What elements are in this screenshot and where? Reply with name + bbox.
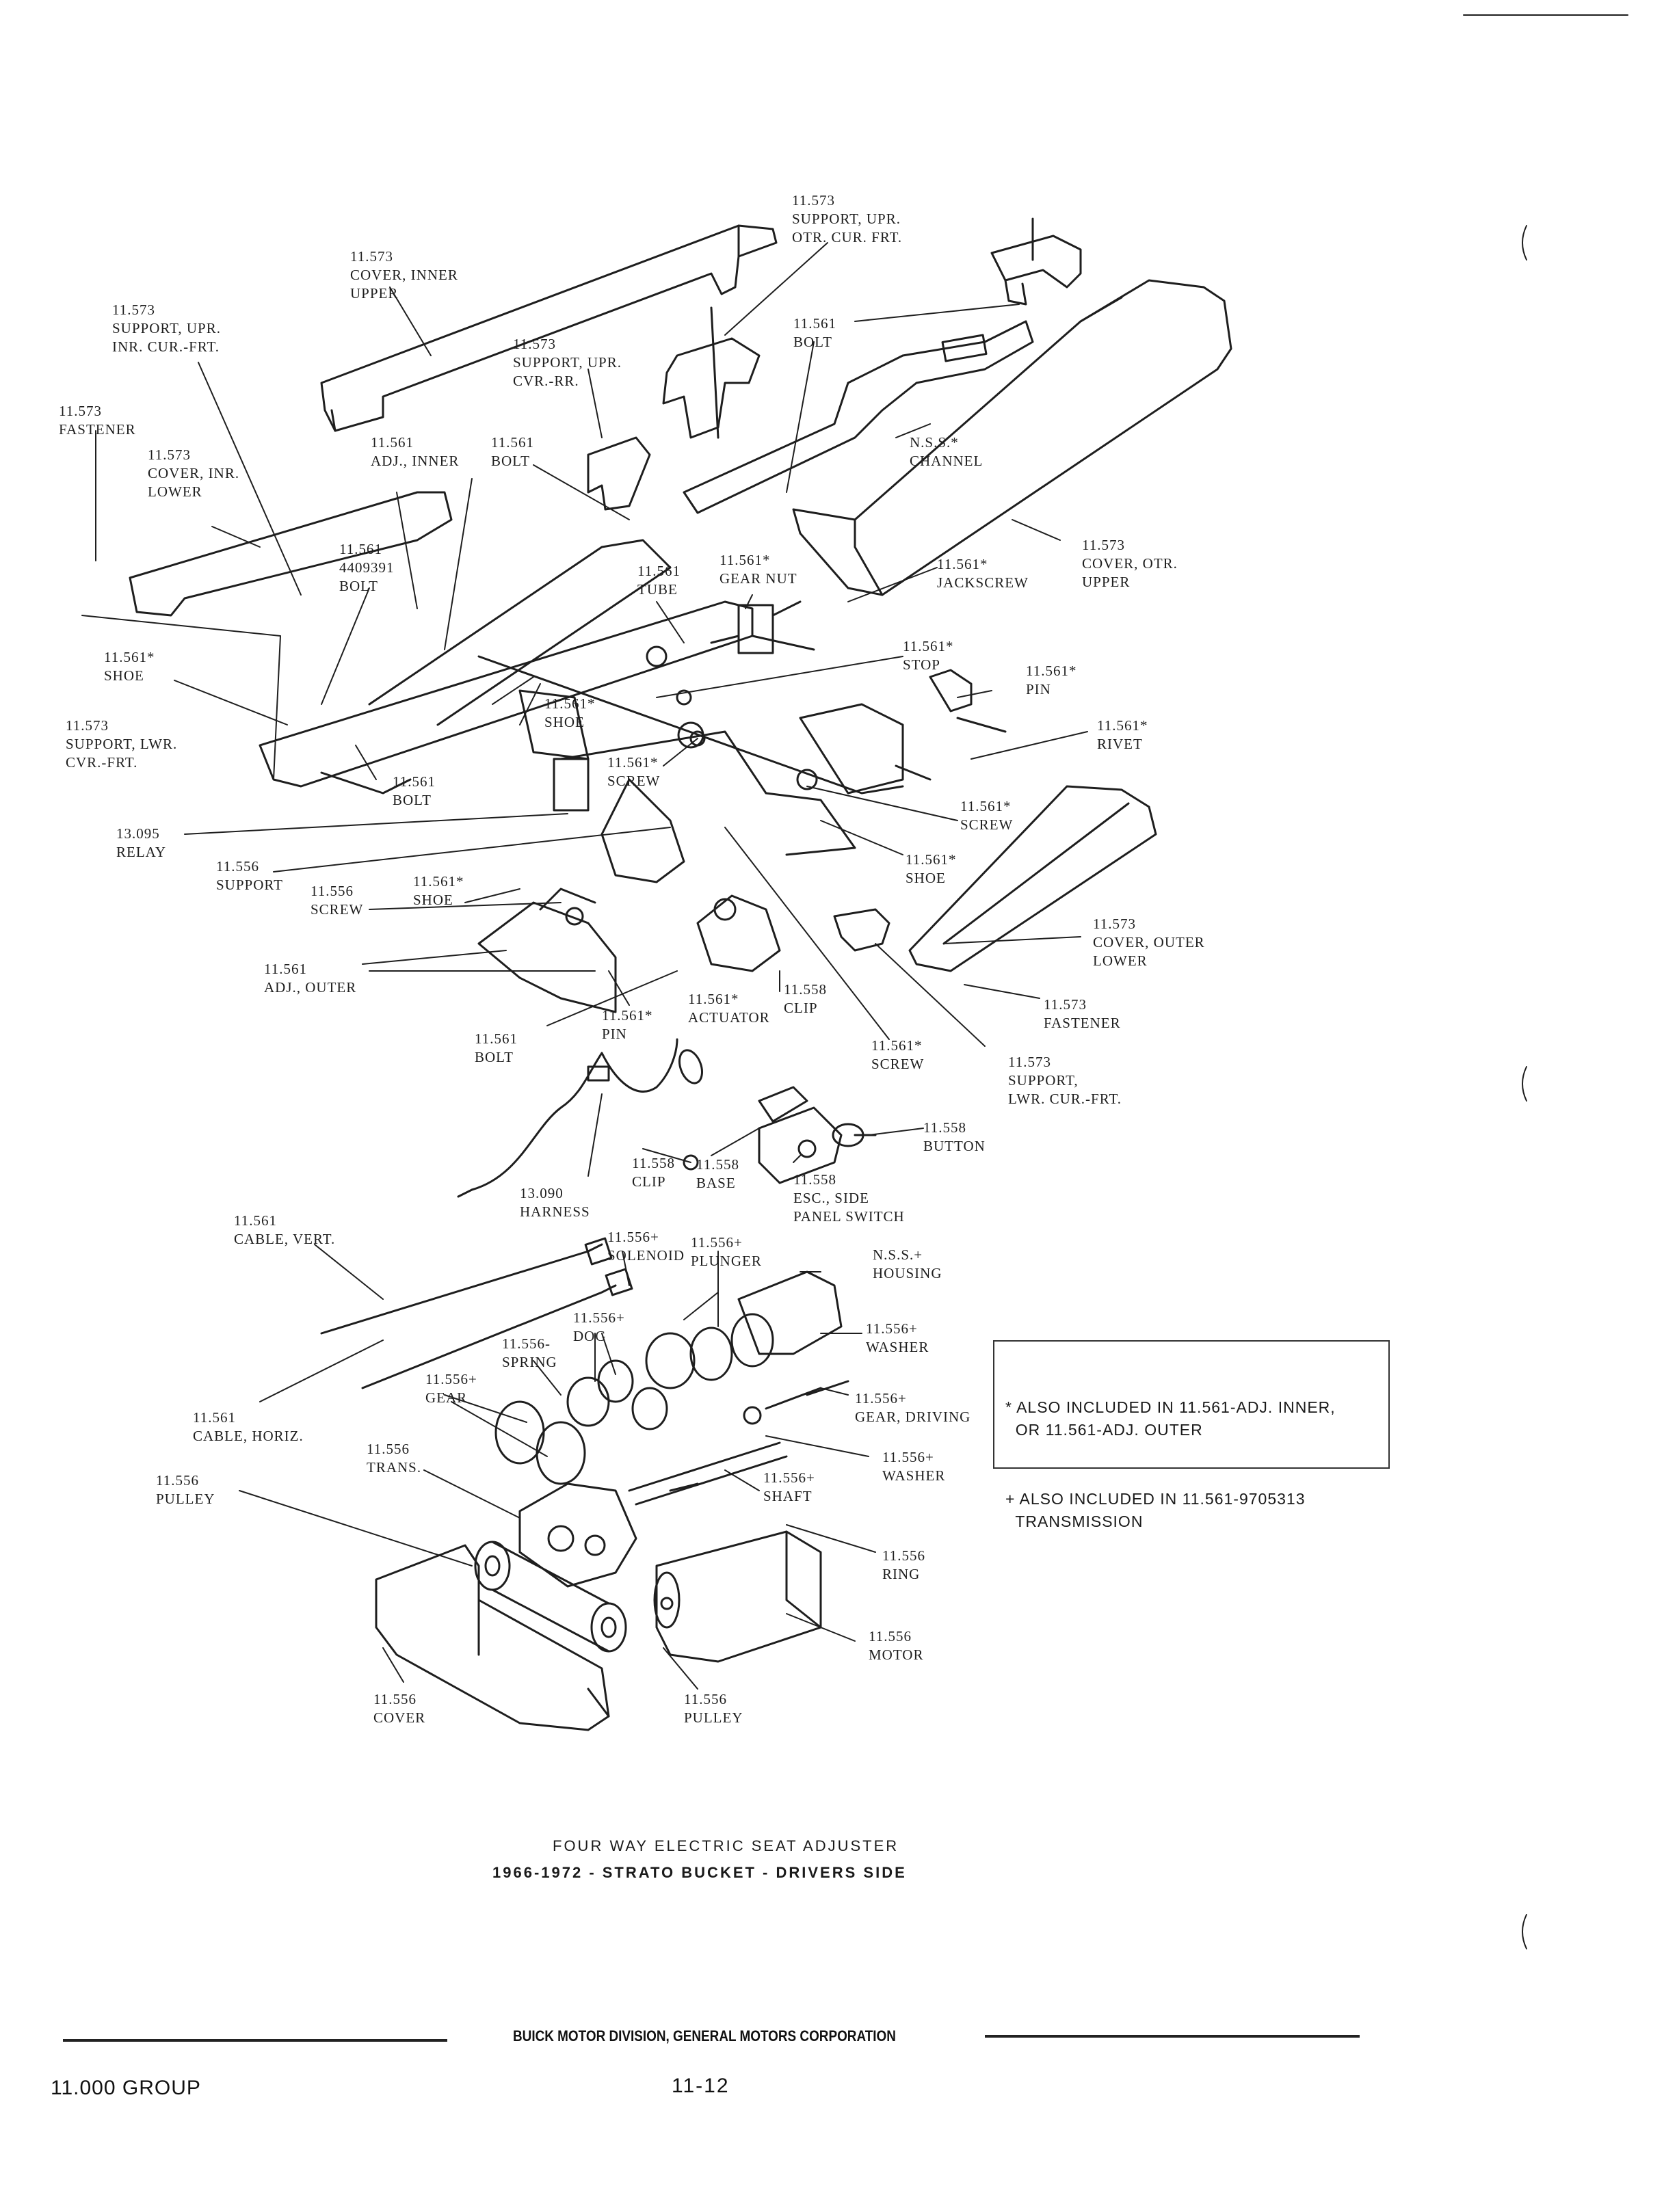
cables-part <box>320 1237 633 1389</box>
label-gear-556: 11.556+ GEAR <box>425 1371 477 1406</box>
side-panel-switch-part <box>683 1086 877 1184</box>
label-pulley-left: 11.556 PULLEY <box>156 1472 215 1507</box>
label-jackscrew: 11.561* JACKSCREW <box>937 556 1029 591</box>
actuator-part <box>696 894 781 972</box>
footer-rule-right <box>985 2035 1360 2038</box>
label-dog: 11.556+ DOG <box>573 1309 625 1344</box>
label-support-lwr-cvr-frt: 11.573 SUPPORT, LWR. CVR.-FRT. <box>66 717 178 771</box>
label-trans: 11.556 TRANS. <box>367 1441 422 1476</box>
footer-division: BUICK MOTOR DIVISION, GENERAL MOTORS COR… <box>513 2027 896 2044</box>
diagram-subtitle: 1966-1972 - STRATO BUCKET - DRIVERS SIDE <box>492 1864 907 1881</box>
label-fastener-573-left: 11.573 FASTENER <box>59 403 136 438</box>
label-shaft: 11.556+ SHAFT <box>763 1469 815 1504</box>
label-clip-558-top: 11.558 CLIP <box>784 981 827 1016</box>
footer-group: 11.000 GROUP <box>51 2077 201 2099</box>
label-plunger: 11.556+ PLUNGER <box>691 1234 762 1269</box>
label-nss-housing: N.S.S.+ HOUSING <box>873 1247 942 1281</box>
label-spring: 11.556- SPRING <box>502 1335 557 1370</box>
label-screw-lower: 11.561* SCREW <box>871 1037 925 1072</box>
leader-lines <box>81 242 1088 1690</box>
label-adj-outer: 11.561 ADJ., OUTER <box>264 961 357 996</box>
gear-nut-part <box>646 600 802 749</box>
cover-inner-upper-part <box>320 224 778 432</box>
label-washer-top: 11.556+ WASHER <box>866 1320 929 1355</box>
footnote-asterisk: * ALSO INCLUDED IN 11.561-ADJ. INNER, OR… <box>1005 1398 1336 1439</box>
cover-otr-upper-part <box>792 279 1232 596</box>
label-base: 11.558 BASE <box>696 1156 739 1191</box>
harness-part <box>457 1038 703 1198</box>
label-shoe-left: 11.561* SHOE <box>104 649 155 684</box>
diagram-title: FOUR WAY ELECTRIC SEAT ADJUSTER <box>553 1837 899 1854</box>
label-screw-center: 11.561* SCREW <box>607 754 661 789</box>
label-shoe-lower: 11.561* SHOE <box>413 873 464 908</box>
label-bolt-4409391: 11.561 4409391 BOLT <box>339 541 395 594</box>
label-support-lwr-cur-frt: 11.573 SUPPORT, LWR. CUR.-FRT. <box>1008 1054 1122 1107</box>
label-tube: 11.561 TUBE <box>637 563 681 598</box>
label-washer-bottom: 11.556+ WASHER <box>882 1449 946 1484</box>
label-bolt-561-mid: 11.561 BOLT <box>491 434 534 469</box>
label-pin-lower: 11.561* PIN <box>602 1007 653 1042</box>
label-support-upr-inr-cur-frt: 11.573 SUPPORT, UPR. INR. CUR.-FRT. <box>112 302 221 355</box>
label-harness: 13.090 HARNESS <box>520 1185 590 1220</box>
label-cover-otr-upper: 11.573 COVER, OTR. UPPER <box>1082 537 1178 590</box>
footnote-box: * ALSO INCLUDED IN 11.561-ADJ. INNER, OR… <box>993 1340 1390 1530</box>
right-pin-cluster <box>689 669 1007 790</box>
label-solenoid: 11.556+ SOLENOID <box>607 1229 685 1264</box>
label-pulley-bottom: 11.556 PULLEY <box>684 1691 743 1726</box>
label-support-upr-cvr-rr: 11.573 SUPPORT, UPR. CVR.-RR. <box>513 336 622 389</box>
label-esc-side-panel-switch: 11.558 ESC., SIDE PANEL SWITCH <box>793 1171 905 1225</box>
label-nss-channel: N.S.S.* CHANNEL <box>910 434 983 469</box>
label-cable-horiz: 11.561 CABLE, HORIZ. <box>193 1409 304 1444</box>
label-actuator: 11.561* ACTUATOR <box>688 991 770 1026</box>
pulley-belt-part <box>474 1541 627 1653</box>
label-shoe-center: 11.561* SHOE <box>544 695 596 730</box>
label-cover-inner-upper: 11.573 COVER, INNER UPPER <box>350 248 458 302</box>
label-rivet: 11.561* RIVET <box>1097 717 1148 752</box>
support-lwr-cur-frt-part <box>833 908 890 952</box>
label-gear-driving: 11.556+ GEAR, DRIVING <box>855 1390 971 1425</box>
transmission-gears-part <box>494 1270 849 1485</box>
label-bolt-561-top: 11.561 BOLT <box>793 315 836 350</box>
label-gear-nut: 11.561* GEAR NUT <box>719 552 797 587</box>
label-cover-556: 11.556 COVER <box>373 1691 426 1726</box>
support-upr-cvr-rr-part <box>662 306 761 439</box>
label-ring: 11.556 RING <box>882 1547 925 1582</box>
cover-inr-lower-part <box>129 491 453 617</box>
label-support-556: 11.556 SUPPORT <box>216 858 283 893</box>
label-bolt-561-lower: 11.561 BOLT <box>393 773 436 808</box>
transmission-housing-part <box>518 1482 637 1588</box>
label-relay: 13.095 RELAY <box>116 825 167 860</box>
label-stop: 11.561* STOP <box>903 638 954 673</box>
label-clip-558-bottom: 11.558 CLIP <box>632 1155 675 1190</box>
label-cover-inr-lower: 11.573 COVER, INR. LOWER <box>148 447 240 500</box>
label-screw-556: 11.556 SCREW <box>311 883 364 918</box>
motor-part <box>653 1530 822 1663</box>
label-adj-inner: 11.561 ADJ., INNER <box>371 434 460 469</box>
cover-outer-lower-part <box>908 785 1157 972</box>
label-motor: 11.556 MOTOR <box>869 1628 924 1663</box>
footnote-plus: + ALSO INCLUDED IN 11.561-9705313 TRANSM… <box>1005 1490 1306 1530</box>
label-shoe-right: 11.561* SHOE <box>906 851 957 886</box>
label-fastener-573-right: 11.573 FASTENER <box>1044 996 1121 1031</box>
label-cable-vert: 11.561 CABLE, VERT. <box>234 1212 336 1247</box>
label-screw-right: 11.561* SCREW <box>960 798 1014 833</box>
label-cover-outer-lower: 11.573 COVER, OUTER LOWER <box>1093 916 1205 969</box>
label-button: 11.558 BUTTON <box>923 1119 986 1154</box>
label-support-upr-otr-cur-frt: 11.573 SUPPORT, UPR. OTR. CUR. FRT. <box>792 192 903 245</box>
shaft-part <box>628 1441 788 1506</box>
label-bolt-561-bottom: 11.561 BOLT <box>475 1030 518 1065</box>
cover-556-part <box>375 1544 610 1731</box>
footer-page-number: 11-12 <box>672 2075 730 2097</box>
nss-channel-part <box>683 320 1034 514</box>
label-pin-right: 11.561* PIN <box>1026 663 1077 697</box>
footer-rule-left <box>63 2039 447 2042</box>
support-upr-otr-cur-frt-part <box>990 217 1082 306</box>
support-upr-inr-cur-frt-part <box>587 436 651 511</box>
